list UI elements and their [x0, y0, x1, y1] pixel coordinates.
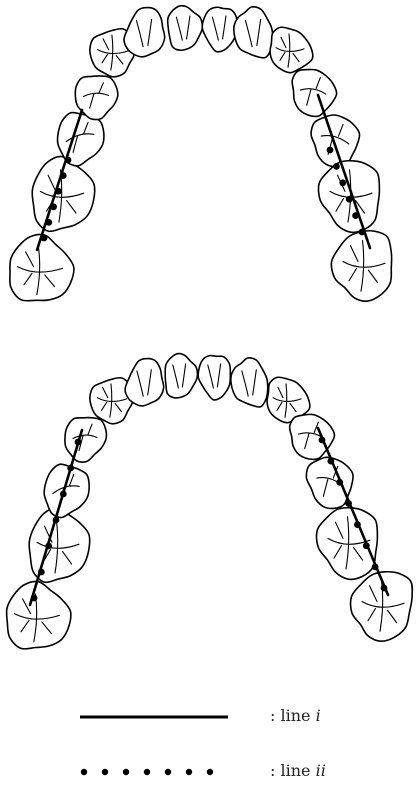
upper-dental-arch	[10, 6, 392, 301]
line-ii-dot	[75, 439, 82, 446]
molar-tooth	[331, 231, 391, 301]
premolar-tooth	[306, 457, 353, 508]
line-ii-dot	[55, 188, 62, 195]
line-ii-dot	[372, 563, 379, 570]
legend-label-var: i	[316, 706, 321, 725]
line-ii-dot	[381, 585, 388, 592]
line-ii-dot	[41, 235, 48, 242]
tooth-outline	[65, 418, 107, 463]
line-ii-dot	[60, 172, 67, 179]
incisor-tooth	[124, 8, 165, 57]
tooth-outline	[7, 581, 71, 648]
incisor-tooth	[125, 359, 164, 406]
incisor-tooth	[231, 358, 268, 407]
line-ii-dot	[65, 157, 72, 164]
premolar-tooth	[65, 418, 107, 463]
legend-label-line-i: : line i	[270, 706, 321, 725]
canine-tooth	[270, 27, 313, 72]
tooth-outline	[198, 355, 230, 399]
legend-solid-line-sample	[78, 708, 233, 726]
legend-label-line-ii: : line ii	[270, 761, 326, 780]
dot-sample	[102, 769, 108, 775]
dot-sample	[165, 769, 171, 775]
tooth-outline	[202, 7, 237, 52]
line-ii-dot	[352, 212, 359, 219]
tooth-outline	[234, 7, 273, 58]
legend-label-var: ii	[316, 761, 326, 780]
line-ii-dot	[339, 179, 346, 186]
premolar-tooth	[311, 115, 359, 167]
tooth-outline	[124, 8, 165, 57]
tooth-outline	[311, 115, 359, 167]
molar-tooth	[10, 234, 74, 300]
line-ii-dot	[363, 542, 370, 549]
line-ii-dot	[345, 500, 352, 507]
line-ii-dot	[53, 517, 60, 524]
line-ii-dot	[327, 458, 334, 465]
line-ii-dot	[67, 465, 74, 472]
line-ii-dot	[45, 543, 52, 550]
line-ii-dot	[336, 479, 343, 486]
lower-dental-arch	[7, 354, 413, 649]
incisor-tooth	[168, 6, 203, 51]
tooth-outline	[58, 112, 104, 165]
tooth-outline	[44, 464, 89, 517]
incisor-tooth	[198, 355, 230, 399]
molar-tooth	[7, 581, 71, 648]
premolar-tooth	[44, 464, 89, 517]
tooth-outline	[231, 358, 268, 407]
dot-sample	[144, 769, 150, 775]
line-ii-dot	[333, 163, 340, 170]
line-ii-dot	[354, 521, 361, 528]
dot-sample	[207, 769, 213, 775]
incisor-tooth	[202, 7, 237, 52]
line-ii-dot	[38, 569, 45, 576]
legend-row-line-ii: : line ii	[0, 757, 417, 787]
tooth-outline	[306, 457, 353, 508]
dot-sample	[123, 769, 129, 775]
legend-dotted-line-sample	[78, 763, 233, 781]
line-ii-dot	[45, 219, 52, 226]
tooth-outline	[125, 359, 164, 406]
line-ii-dot	[50, 203, 57, 210]
legend-label-text: : line	[270, 761, 316, 780]
line-ii-dot	[346, 196, 353, 203]
line-ii-dot	[327, 147, 334, 154]
tooth-outline	[168, 6, 203, 51]
premolar-tooth	[292, 69, 336, 116]
legend-label-text: : line	[270, 706, 316, 725]
premolar-tooth	[58, 112, 104, 165]
dot-sample	[81, 769, 87, 775]
line-ii-dot	[359, 229, 366, 236]
tooth-outline	[292, 69, 336, 116]
incisor-tooth	[165, 354, 197, 398]
dot-sample	[186, 769, 192, 775]
tooth-outline	[270, 27, 313, 72]
line-ii-dot	[319, 437, 326, 444]
incisor-tooth	[234, 7, 273, 58]
tooth-outline	[165, 354, 197, 398]
line-ii-dot	[60, 491, 67, 498]
line-ii-dot	[31, 595, 38, 602]
legend-row-line-i: : line i	[0, 702, 417, 732]
